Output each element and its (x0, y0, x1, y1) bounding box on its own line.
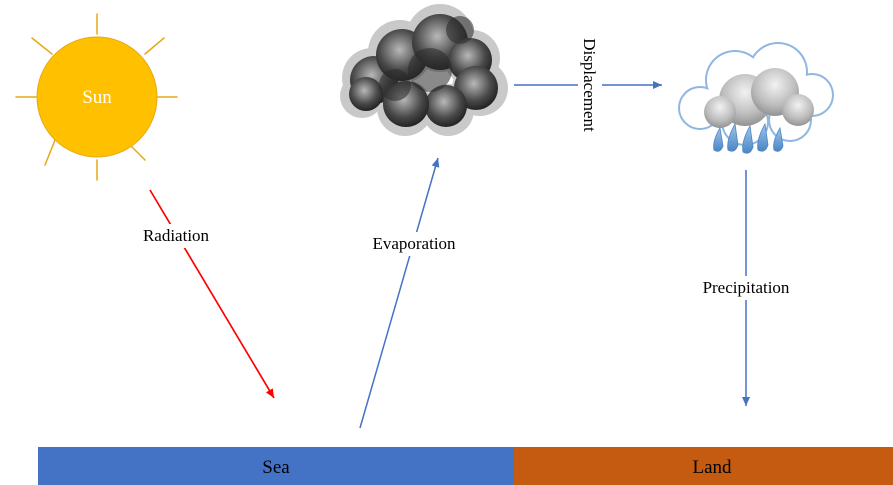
sun-label: Sun (82, 87, 112, 108)
rain-cloud-icon (678, 42, 834, 154)
evaporation-label: Evaporation (372, 234, 456, 253)
sea-label: Sea (262, 457, 290, 478)
sun-disc (36, 36, 158, 158)
land-band (514, 447, 893, 485)
radiation-arrow (149, 189, 275, 399)
raindrops (713, 122, 784, 154)
radiation-label: Radiation (143, 226, 210, 245)
evaporation-arrow (359, 157, 440, 429)
land-label: Land (692, 457, 732, 478)
displacement-label: Displacement (580, 38, 599, 132)
dark-cloud-icon (340, 4, 508, 136)
precipitation-label: Precipitation (703, 278, 790, 297)
sun-rays (15, 13, 178, 181)
sea-band (38, 447, 514, 485)
sun: Sun (15, 13, 178, 181)
